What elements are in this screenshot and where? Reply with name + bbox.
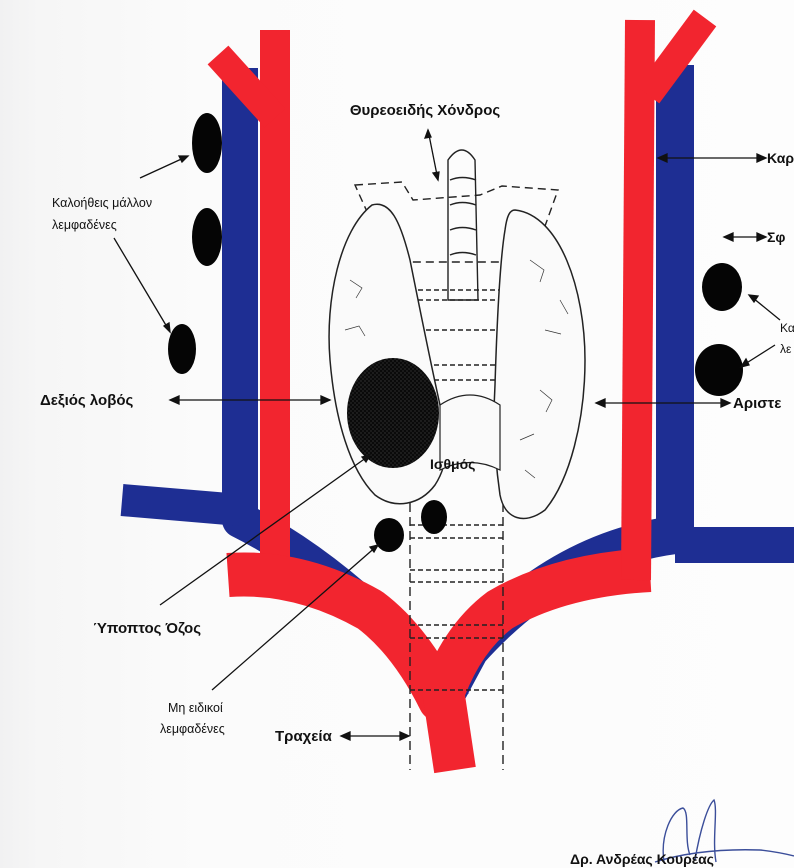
benign-nodes-left-label-line2: λεμφαδένες [52,218,117,232]
right-lobe-label: Δεξιός λοβός [40,392,134,409]
nonspecific-nodes-label-line1: Μη ειδικοί [168,701,223,715]
arteries [218,18,705,770]
right-subclavian-vein [122,500,240,510]
aortic-arch [228,570,650,700]
nonspecific-node-2 [374,518,404,552]
suspicious-nodule-label: Ύποπτος Όζος [93,620,201,637]
benign-node-right-2 [695,344,743,396]
thyroid-cartilage-label: Θυρεοειδής Χόνδρος [350,102,501,119]
signature-name: Δρ. Ανδρέας Κουρέας [570,851,714,867]
signature: Δρ. Ανδρέας Κουρέας [570,800,794,867]
brachiocephalic-trunk [443,690,455,770]
benign-node-left-2 [192,208,222,266]
veins [122,65,794,715]
isthmus-label: Ισθμός [430,456,475,472]
nonspecific-node-1 [421,500,447,534]
left-carotid-artery [636,20,640,580]
benign-nodes-right-label-line1: Κα [780,321,794,335]
benign-node-left-1 [192,113,222,173]
jugular-label: Σφ [767,229,785,245]
suspicious-nodule [347,358,439,468]
nonspecific-nodes-label-line2: λεμφαδένες [160,722,225,736]
carotid-label: Καρ [767,150,794,166]
left-lobe-label: Αριστε [733,395,781,412]
benign-node-left-3 [168,324,196,374]
benign-nodes-left-label-line1: Καλοήθεις μάλλον [52,196,152,210]
left-thyroid-lobe [494,210,585,518]
benign-nodes-right-label-line2: λε [780,342,792,356]
benign-node-right-1 [702,263,742,311]
trachea-label: Τραχεία [275,728,333,745]
